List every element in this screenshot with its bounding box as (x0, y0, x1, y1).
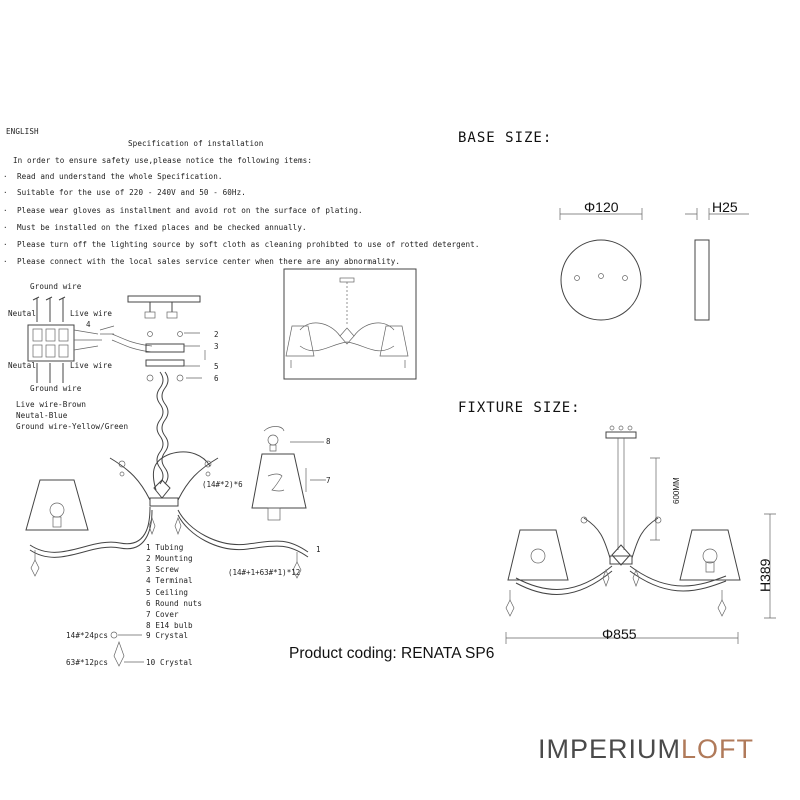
parts-list-item: 4 Terminal (146, 576, 193, 585)
brand-logo: IMPERIUMLOFT (538, 734, 754, 765)
chain-length-label: 600MM (672, 477, 681, 504)
spec-item: · Please connect with the local sales se… (3, 257, 400, 266)
wire-legend-item: Neutal-Blue (16, 411, 68, 420)
ground-wire-top-label: Ground wire (30, 282, 82, 291)
spec-item-text: Must be installed on the fixed places an… (17, 223, 307, 232)
spec-item: · Please turn off the lighting source by… (3, 240, 480, 249)
bullet: · (3, 223, 8, 232)
wire-legend-item: Live wire-Brown (16, 400, 87, 409)
bullet: · (3, 240, 8, 249)
parts-list-item: 1 Tubing (146, 543, 184, 552)
parts-list-item: 8 E14 bulb (146, 621, 193, 630)
callout-5: 5 (214, 362, 219, 371)
spec-heading: Specification of installation (128, 139, 264, 148)
callout-6: 6 (214, 374, 219, 383)
base-height-label: H25 (712, 199, 738, 215)
crystal-small-qty: (14#*2)*6 (202, 480, 243, 489)
live-wire-bottom-label: Live wire (70, 361, 113, 370)
fixture-size-title: FIXTURE SIZE: (458, 400, 581, 416)
callout-7: 7 (326, 476, 331, 485)
spec-item-text: Suitable for the use of 220 - 240V and 5… (17, 188, 246, 197)
base-size-title: BASE SIZE: (458, 130, 553, 146)
ceiling-mount-drawing (111, 295, 206, 382)
logo-part-imperium: IMPERIUM (538, 734, 681, 764)
crystal-10-qty: 63#*12pcs (66, 658, 109, 667)
parts-list-item: 3 Screw (146, 565, 179, 574)
shade-detail-drawing (251, 426, 326, 521)
callout-3: 3 (214, 342, 219, 351)
chain-drawing (156, 371, 169, 485)
parts-list-item: 5 Ceiling (146, 588, 189, 597)
bullet: · (3, 257, 8, 266)
neutal-bottom-label: Neutal (8, 361, 37, 370)
crystal-9-qty: 14#*24pcs (66, 631, 109, 640)
callout-1: 1 (316, 545, 321, 554)
base-size-drawing (559, 208, 749, 321)
wire-legend-item: Ground wire-Yellow/Green (16, 422, 129, 431)
crystal-mix-qty: (14#+1+63#*1)*12 (228, 568, 300, 577)
crystal-10-label: 10 Crystal (146, 658, 193, 667)
crystal-legend-icons (110, 631, 144, 667)
bullet: · (3, 188, 8, 197)
callout-8: 8 (326, 437, 331, 446)
parts-list-item: 2 Mounting (146, 554, 193, 563)
spec-item-text: Please wear gloves as installment and av… (17, 206, 363, 215)
callout-4: 4 (86, 320, 91, 329)
spec-item: · Read and understand the whole Specific… (3, 172, 223, 181)
parts-list-item: 6 Round nuts (146, 599, 203, 608)
bullet: · (3, 206, 8, 215)
language-label: ENGLISH (6, 127, 39, 136)
inset-overview-drawing (283, 268, 417, 380)
live-wire-top-label: Live wire (70, 309, 113, 318)
neutal-top-label: Neutal (8, 309, 37, 318)
fixture-width-label: Φ855 (602, 626, 637, 642)
crystal-9-label: 9 Crystal (146, 631, 189, 640)
product-coding: Product coding: RENATA SP6 (289, 645, 495, 662)
parts-list-item: 7 Cover (146, 610, 179, 619)
spec-item-text: Read and understand the whole Specificat… (17, 172, 223, 181)
spec-item: · Please wear gloves as installment and … (3, 206, 363, 215)
ground-wire-bottom-label: Ground wire (30, 384, 82, 393)
spec-item-text: Please turn off the lighting source by s… (17, 240, 480, 249)
callout-2: 2 (214, 330, 219, 339)
spec-item-text: Please connect with the local sales serv… (17, 257, 401, 266)
terminal-block-drawing (27, 296, 115, 383)
spec-item: · Must be installed on the fixed places … (3, 223, 307, 232)
logo-part-loft: LOFT (681, 734, 755, 764)
fixture-size-drawing (505, 425, 776, 644)
spec-item: · Suitable for the use of 220 - 240V and… (3, 188, 246, 197)
spec-intro: In order to ensure safety use,please not… (13, 156, 312, 165)
fixture-height-label: H389 (757, 558, 773, 592)
bullet: · (3, 172, 8, 181)
base-diameter-label: Φ120 (584, 199, 619, 215)
chandelier-main-drawing (25, 451, 309, 579)
